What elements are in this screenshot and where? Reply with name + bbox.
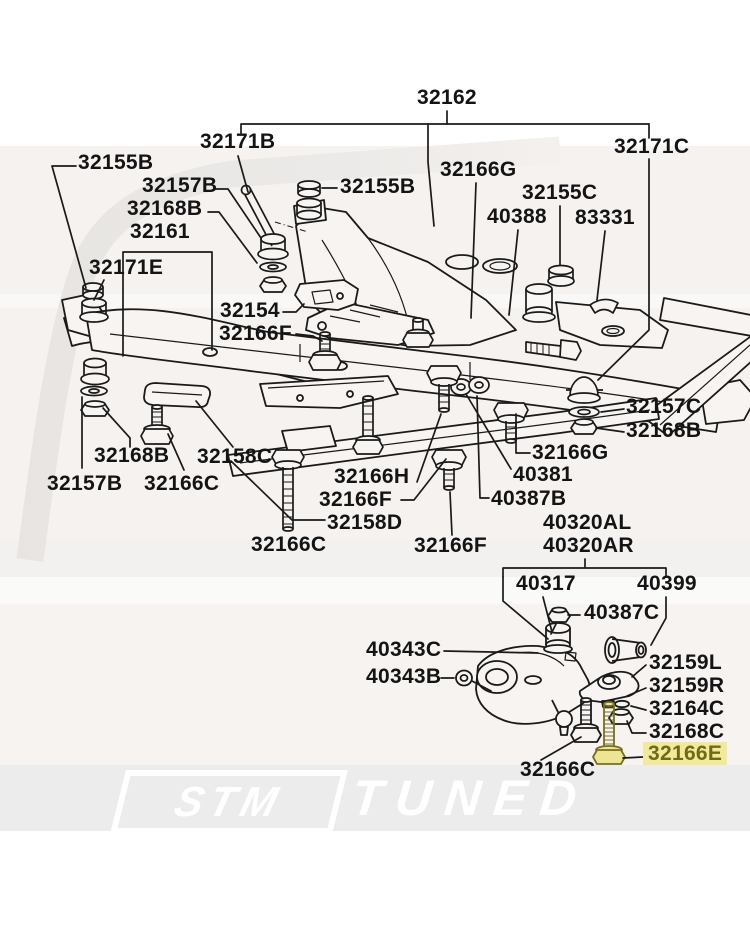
part-label-32164C: 32164C [649,697,725,720]
part-label-40399: 40399 [637,572,697,595]
part-label-32171C: 32171C [614,135,690,158]
part-label-32166F-3: 32166F [414,534,488,557]
part-label-40381: 40381 [513,463,573,486]
part-label-40387C: 40387C [584,601,660,624]
background-band [0,577,750,604]
part-label-32166C-1: 32166C [144,472,220,495]
part-label-32155B-2: 32155B [340,175,416,198]
part-label-40317: 40317 [516,572,576,595]
part-label-32166C-3: 32166C [520,758,596,781]
fasteners-and-bushings [79,180,619,532]
part-label-40343B: 40343B [366,665,442,688]
part-label-40320AR: 40320AR [543,534,634,557]
part-label-32166G-2: 32166G [532,441,609,464]
part-label-32159L: 32159L [649,651,723,674]
part-label-40320AL: 40320AL [543,511,632,534]
part-label-83331: 83331 [575,206,635,229]
part-label-32158D: 32158D [327,511,403,534]
highlighted-bolt-32166E [592,701,626,765]
part-label-32157B-1: 32157B [142,174,218,197]
part-label-40388: 40388 [487,205,547,228]
part-label-32166E: 32166E [643,742,728,765]
stm-tuned-watermark: STM TUNED [0,765,750,834]
part-label-32166F-1: 32166F [219,322,293,345]
part-label-32155C: 32155C [522,181,598,204]
part-label-32171B: 32171B [200,130,276,153]
part-label-32159R: 32159R [649,674,725,697]
leader-lines [51,110,667,761]
part-label-32168C: 32168C [649,720,725,743]
part-label-32154: 32154 [220,299,280,322]
part-label-32157B-2: 32157B [47,472,123,495]
part-label-32155B-1: 32155B [78,151,154,174]
part-label-32166G-1: 32166G [440,158,517,181]
part-label-32166C-2: 32166C [251,533,327,556]
part-label-32168B-1: 32168B [127,197,203,220]
part-label-32166H: 32166H [334,465,410,488]
part-label-32161: 32161 [130,220,190,243]
part-label-32168B-2: 32168B [626,419,702,442]
part-label-32166F-2: 32166F [319,488,393,511]
background-band [0,540,750,577]
part-label-40343C: 40343C [366,638,442,661]
part-label-32168B-3: 32168B [94,444,170,467]
part-label-32162: 32162 [417,86,477,109]
part-label-32157C: 32157C [626,395,702,418]
part-label-32158C: 32158C [197,445,273,468]
part-label-40387B: 40387B [491,487,567,510]
part-label-32171E: 32171E [89,256,164,279]
